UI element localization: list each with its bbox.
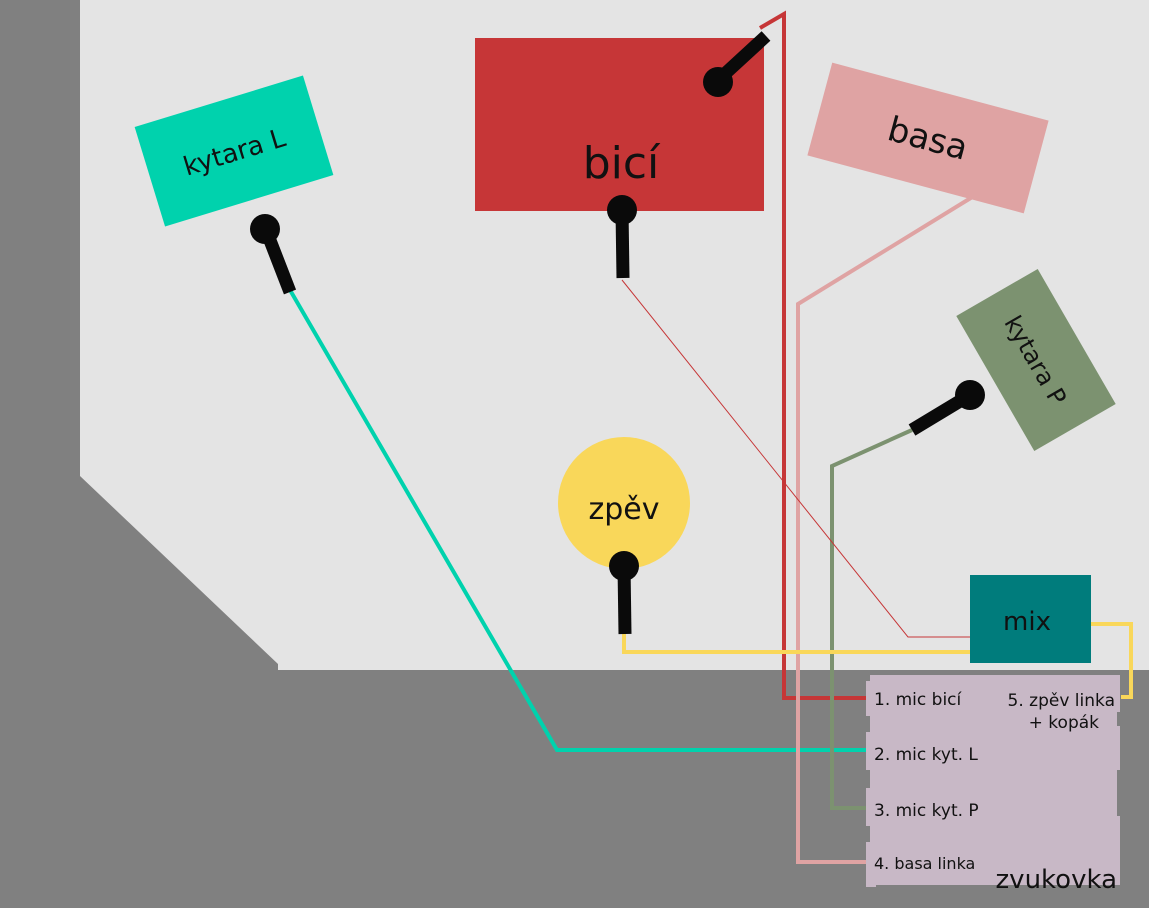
guitar-left-amp: kytara L [134, 75, 334, 227]
mic-drums-bottom-icon [607, 195, 637, 225]
bass-box [807, 62, 1049, 214]
mic-guitar-left [250, 214, 297, 295]
interface-input-5-line2: + kopák [1029, 713, 1099, 733]
mic-guitar-right-icon [955, 380, 985, 410]
mic-guitar-left-icon [250, 214, 280, 244]
interface-input-2: 2. mic kyt. L [874, 745, 978, 765]
vocals-label: zpěv [588, 492, 659, 527]
mic-vocals-icon [609, 551, 639, 581]
mix-label: mix [1003, 607, 1051, 637]
guitar-right-box [956, 268, 1116, 452]
interface-input-1: 1. mic bicí [874, 690, 963, 710]
cable-guitar-right [830, 428, 913, 810]
drums-label: bicí [583, 138, 661, 189]
cable-drums-kick [621, 279, 970, 638]
interface-label: zvukovka [996, 865, 1117, 895]
cable-guitar-left [288, 288, 866, 752]
bass-amp: basa [807, 62, 1049, 214]
guitar-right-amp: kytara P [956, 268, 1116, 452]
guitar-left-box [134, 75, 334, 227]
interface-notches [866, 675, 1120, 887]
drums-box [475, 38, 764, 211]
interface-input-3: 3. mic kyt. P [874, 801, 979, 821]
cable-bass [796, 194, 976, 864]
cable-drums-mic [758, 10, 866, 700]
mix-box [970, 575, 1091, 663]
interface-input-4: 4. basa linka [874, 854, 975, 873]
interface-box [866, 675, 1120, 887]
cable-vocals [622, 632, 970, 654]
cable-mix-out [1090, 622, 1133, 699]
mic-vocals [609, 551, 639, 635]
mic-drums-top [703, 31, 771, 97]
interface-input-5-line1: 5. zpěv linka [1008, 691, 1115, 711]
mic-drums-top-icon [703, 67, 733, 97]
mic-guitar-right [908, 380, 985, 436]
vocals-circle [558, 437, 690, 569]
cables [288, 10, 1133, 864]
mic-drums-bottom [607, 195, 637, 279]
